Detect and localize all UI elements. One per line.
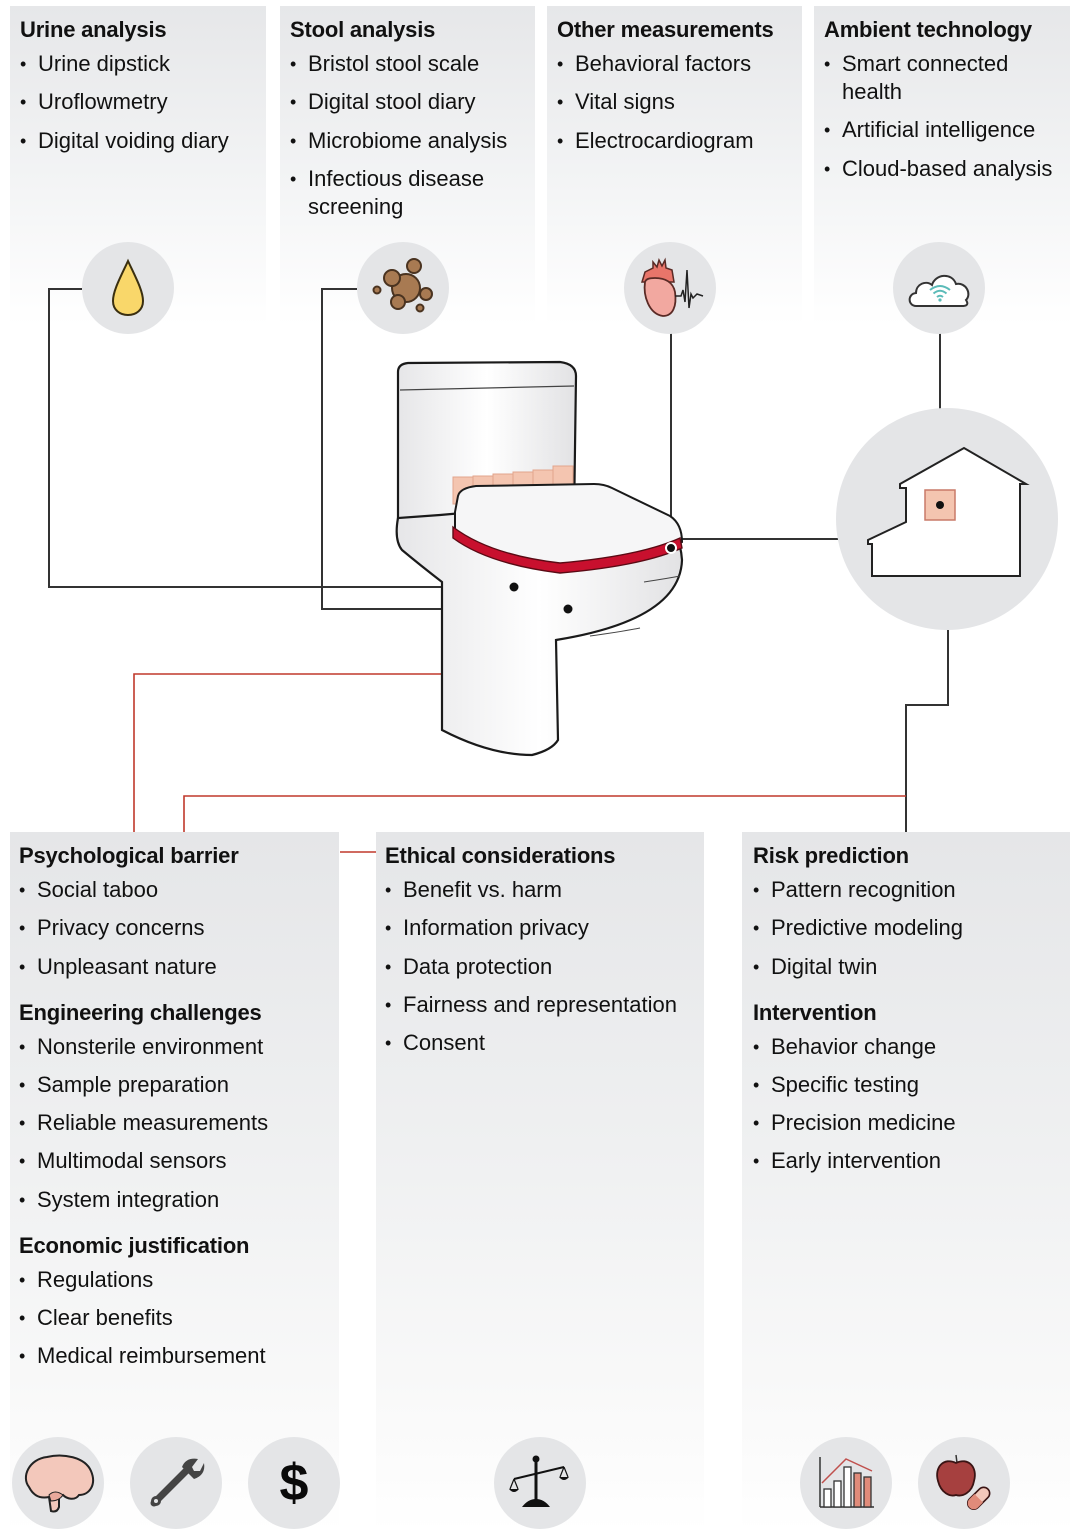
group-risk-prediction: Risk prediction Pattern recognition Pred… [753, 842, 1070, 981]
panel-urine-analysis: Urine analysis Urine dipstick Uroflowmet… [10, 6, 266, 326]
list-item: Sample preparation [19, 1071, 339, 1099]
ecg-sensor-dot [665, 542, 677, 554]
list-item: Unpleasant nature [19, 953, 339, 981]
smart-toilet [395, 360, 684, 757]
group-ethical-considerations: Ethical considerations Benefit vs. harm … [385, 842, 704, 1057]
list-item: Precision medicine [753, 1109, 1070, 1137]
dollar-icon-circle: $ [248, 1437, 340, 1529]
connector-red-outcomes [183, 795, 906, 832]
stool-icon-circle [357, 242, 449, 334]
list-item: Consent [385, 1029, 704, 1057]
list-item: Privacy concerns [19, 914, 339, 942]
panel-title: Stool analysis [290, 17, 436, 42]
cloud-icon-circle [893, 242, 985, 334]
list-item: Cloud-based analysis [824, 155, 1070, 183]
connector-house-outcomes [905, 630, 949, 832]
wrench-icon [150, 1458, 205, 1507]
urine-icon-circle [82, 242, 174, 334]
apple-pill-icon [936, 1454, 991, 1511]
list-item: Digital voiding diary [20, 127, 266, 155]
list-item: Information privacy [385, 914, 704, 942]
list-item: Uroflowmetry [20, 88, 266, 116]
group-title: Engineering challenges [19, 999, 262, 1025]
list-item: Social taboo [19, 876, 339, 904]
list-item: Artificial intelligence [824, 116, 1070, 144]
apple-pill-icon-circle [918, 1437, 1010, 1529]
dollar-icon: $ [279, 1454, 309, 1512]
brain-icon-circle [12, 1437, 104, 1529]
list-item: Electrocardiogram [557, 127, 802, 155]
stool-sensor-dot [563, 604, 573, 614]
smart-seat-band [452, 525, 683, 574]
list-item: Predictive modeling [753, 914, 1070, 942]
group-psychological-barrier: Psychological barrier Social taboo Priva… [19, 842, 339, 981]
wrench-icon-circle [130, 1437, 222, 1529]
chart-icon-circle [800, 1437, 892, 1529]
group-economic-justification: Economic justification Regulations Clear… [19, 1232, 339, 1371]
list-item: Medical reimbursement [19, 1342, 339, 1370]
cloud-wifi-icon [908, 274, 970, 307]
group-title: Economic justification [19, 1232, 250, 1258]
list-item: Urine dipstick [20, 50, 266, 78]
heart-ecg-icon [640, 257, 704, 317]
list-item: Behavior change [753, 1033, 1070, 1061]
list-item: Bristol stool scale [290, 50, 535, 78]
list-item: Vital signs [557, 88, 802, 116]
list-item: Regulations [19, 1266, 339, 1294]
list-item: Pattern recognition [753, 876, 1070, 904]
group-title: Risk prediction [753, 843, 909, 868]
ecg-icon-circle [624, 242, 716, 334]
list-item: Data protection [385, 953, 704, 981]
brain-icon [24, 1454, 95, 1513]
house-icon [867, 446, 1030, 577]
panel-ethics: Ethical considerations Benefit vs. harm … [376, 832, 704, 1532]
list-item: Fairness and representation [385, 991, 704, 1019]
list-item: System integration [19, 1186, 339, 1214]
list-item: Nonsterile environment [19, 1033, 339, 1061]
list-item: Digital stool diary [290, 88, 535, 116]
list-item: Microbiome analysis [290, 127, 535, 155]
group-engineering-challenges: Engineering challenges Nonsterile enviro… [19, 999, 339, 1214]
list-item: Smart connected health [824, 50, 1032, 106]
list-item: Digital twin [753, 953, 1070, 981]
panel-title: Urine analysis [20, 17, 167, 42]
bar-chart-icon [819, 1457, 874, 1508]
list-item: Infectious disease screening [290, 165, 508, 221]
list-item: Early intervention [753, 1147, 1070, 1175]
panel-stool-analysis: Stool analysis Bristol stool scale Digit… [280, 6, 535, 326]
group-title: Ethical considerations [385, 843, 616, 868]
list-item: Benefit vs. harm [385, 876, 704, 904]
urine-sensor-dot [509, 582, 519, 592]
list-item: Specific testing [753, 1071, 1070, 1099]
list-item: Reliable measurements [19, 1109, 339, 1137]
list-item: Clear benefits [19, 1304, 339, 1332]
panel-barriers: Psychological barrier Social taboo Priva… [10, 832, 339, 1532]
panel-title: Ambient technology [824, 17, 1032, 42]
group-intervention: Intervention Behavior change Specific te… [753, 999, 1070, 1176]
panel-outcomes: Risk prediction Pattern recognition Pred… [742, 832, 1070, 1532]
stool-icon [372, 258, 433, 313]
urine-drop-icon [111, 258, 145, 317]
list-item: Multimodal sensors [19, 1147, 339, 1175]
panel-title: Other measurements [557, 17, 774, 42]
scales-icon [509, 1455, 569, 1507]
group-title: Psychological barrier [19, 843, 239, 868]
scales-icon-circle [494, 1437, 586, 1529]
list-item: Behavioral factors [557, 50, 802, 78]
group-title: Intervention [753, 999, 877, 1025]
